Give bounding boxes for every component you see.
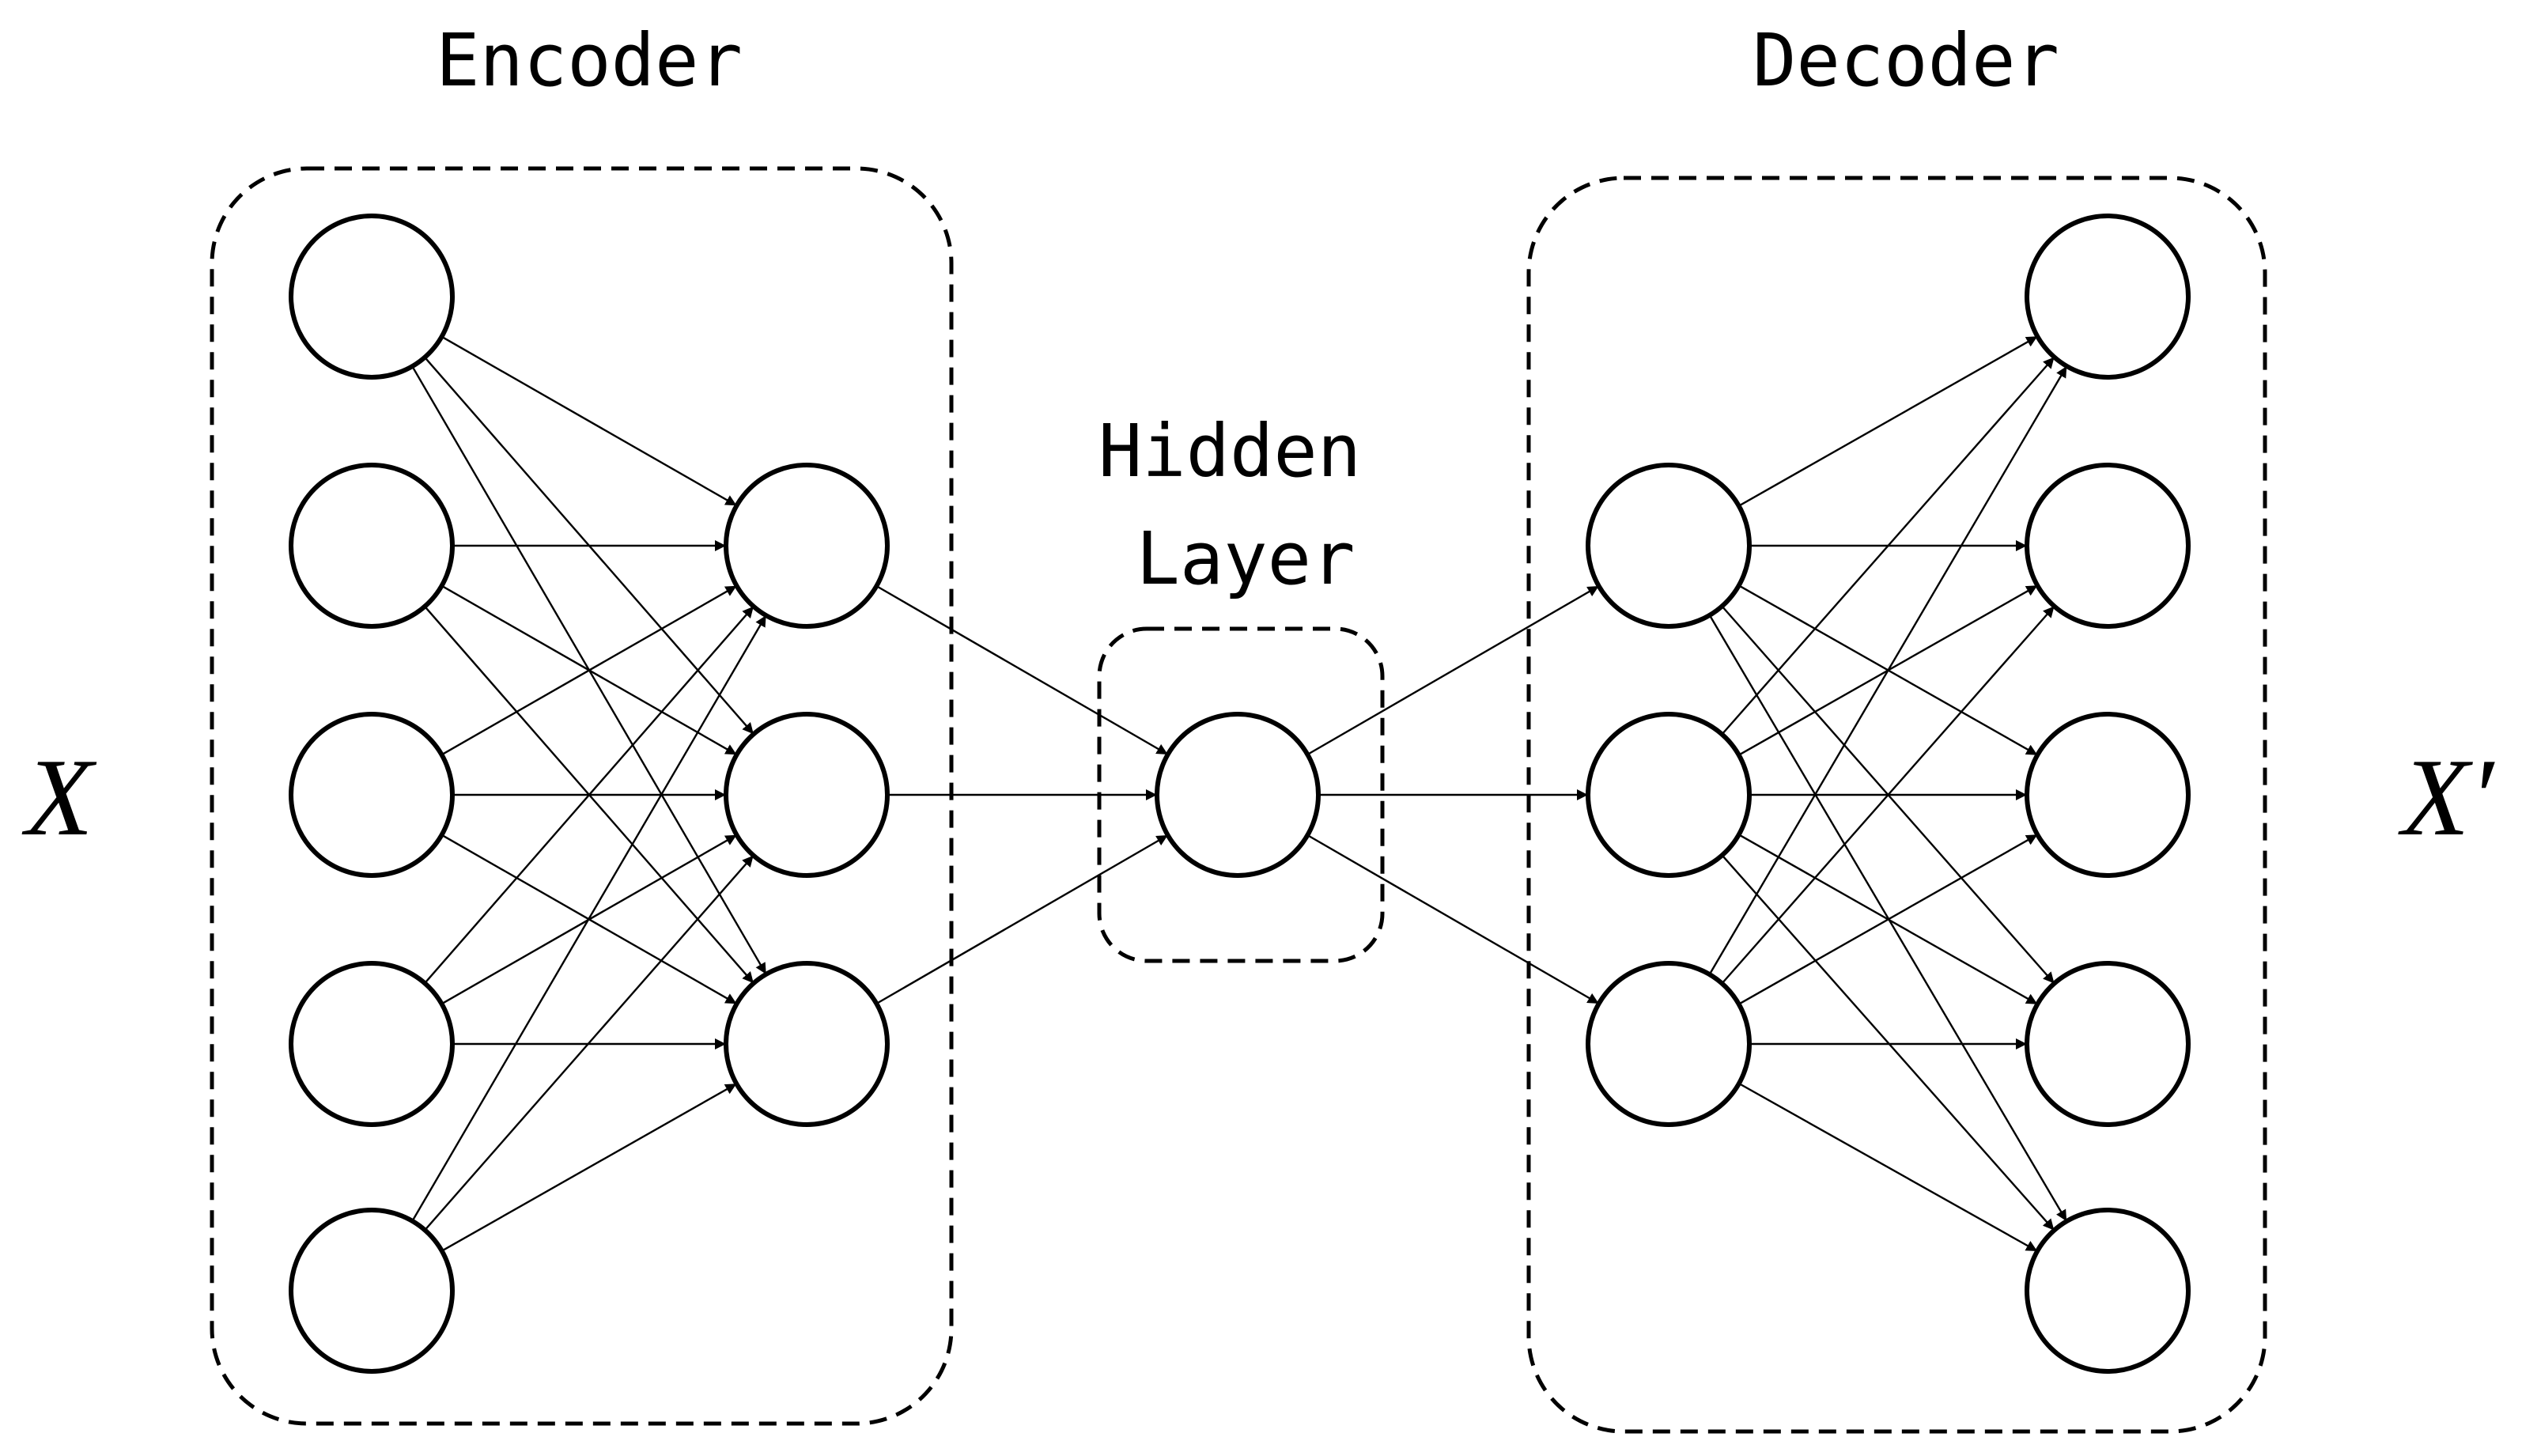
hidden-layer-label-line1: Hidden [1098,409,1361,494]
connection-arrow [1738,834,2038,1005]
decoder-group-box [1526,176,2267,1434]
connection-arrow [1738,335,2038,507]
hidden-layer-label-line2: Layer [1136,516,1356,601]
output-variable-label: X′ [2398,736,2496,859]
output-neuron [2025,463,2191,629]
output-neuron [2025,712,2191,878]
input-neuron [289,1208,455,1374]
decoder-hidden-neuron [1586,712,1752,878]
encoder-hidden-neuron [724,712,890,878]
encoder-group-box [210,166,954,1426]
input-variable-label: X [21,736,97,859]
encoder-label: Encoder [436,18,743,103]
connection-arrow [875,584,1169,756]
neurons [289,214,2191,1374]
decoder-hidden-neuron [1586,463,1752,629]
output-neuron [2025,1208,2191,1374]
connection-arrow [1708,365,2068,975]
connection-arrow [440,335,738,507]
connection-arrow [1708,615,2068,1222]
connection-arrow [424,606,754,984]
connection-arrow [440,584,738,756]
decoder-label: Decoder [1753,18,2059,103]
output-neuron [2025,214,2191,380]
connection-arrow [1738,1082,2038,1253]
bottleneck-neuron [1155,712,1321,878]
input-neuron [289,961,455,1127]
connection-arrow [1306,584,1600,756]
output-neuron [2025,961,2191,1127]
connection-arrow [1721,356,2055,736]
connection-arrow [1721,854,2055,1231]
encoder-hidden-neuron [724,463,890,629]
decoder-hidden-neuron [1586,961,1752,1127]
connection-arrow [441,1083,737,1252]
connection-arrow [1306,834,1600,1005]
encoder-hidden-neuron [724,961,890,1127]
input-neuron [289,463,455,629]
connections [411,335,2068,1253]
connection-arrow [1721,605,2055,985]
connection-arrow [875,834,1169,1005]
connection-arrow [424,854,754,1231]
input-neuron [289,214,455,380]
connection-arrow [411,615,767,1222]
input-neuron [289,712,455,878]
